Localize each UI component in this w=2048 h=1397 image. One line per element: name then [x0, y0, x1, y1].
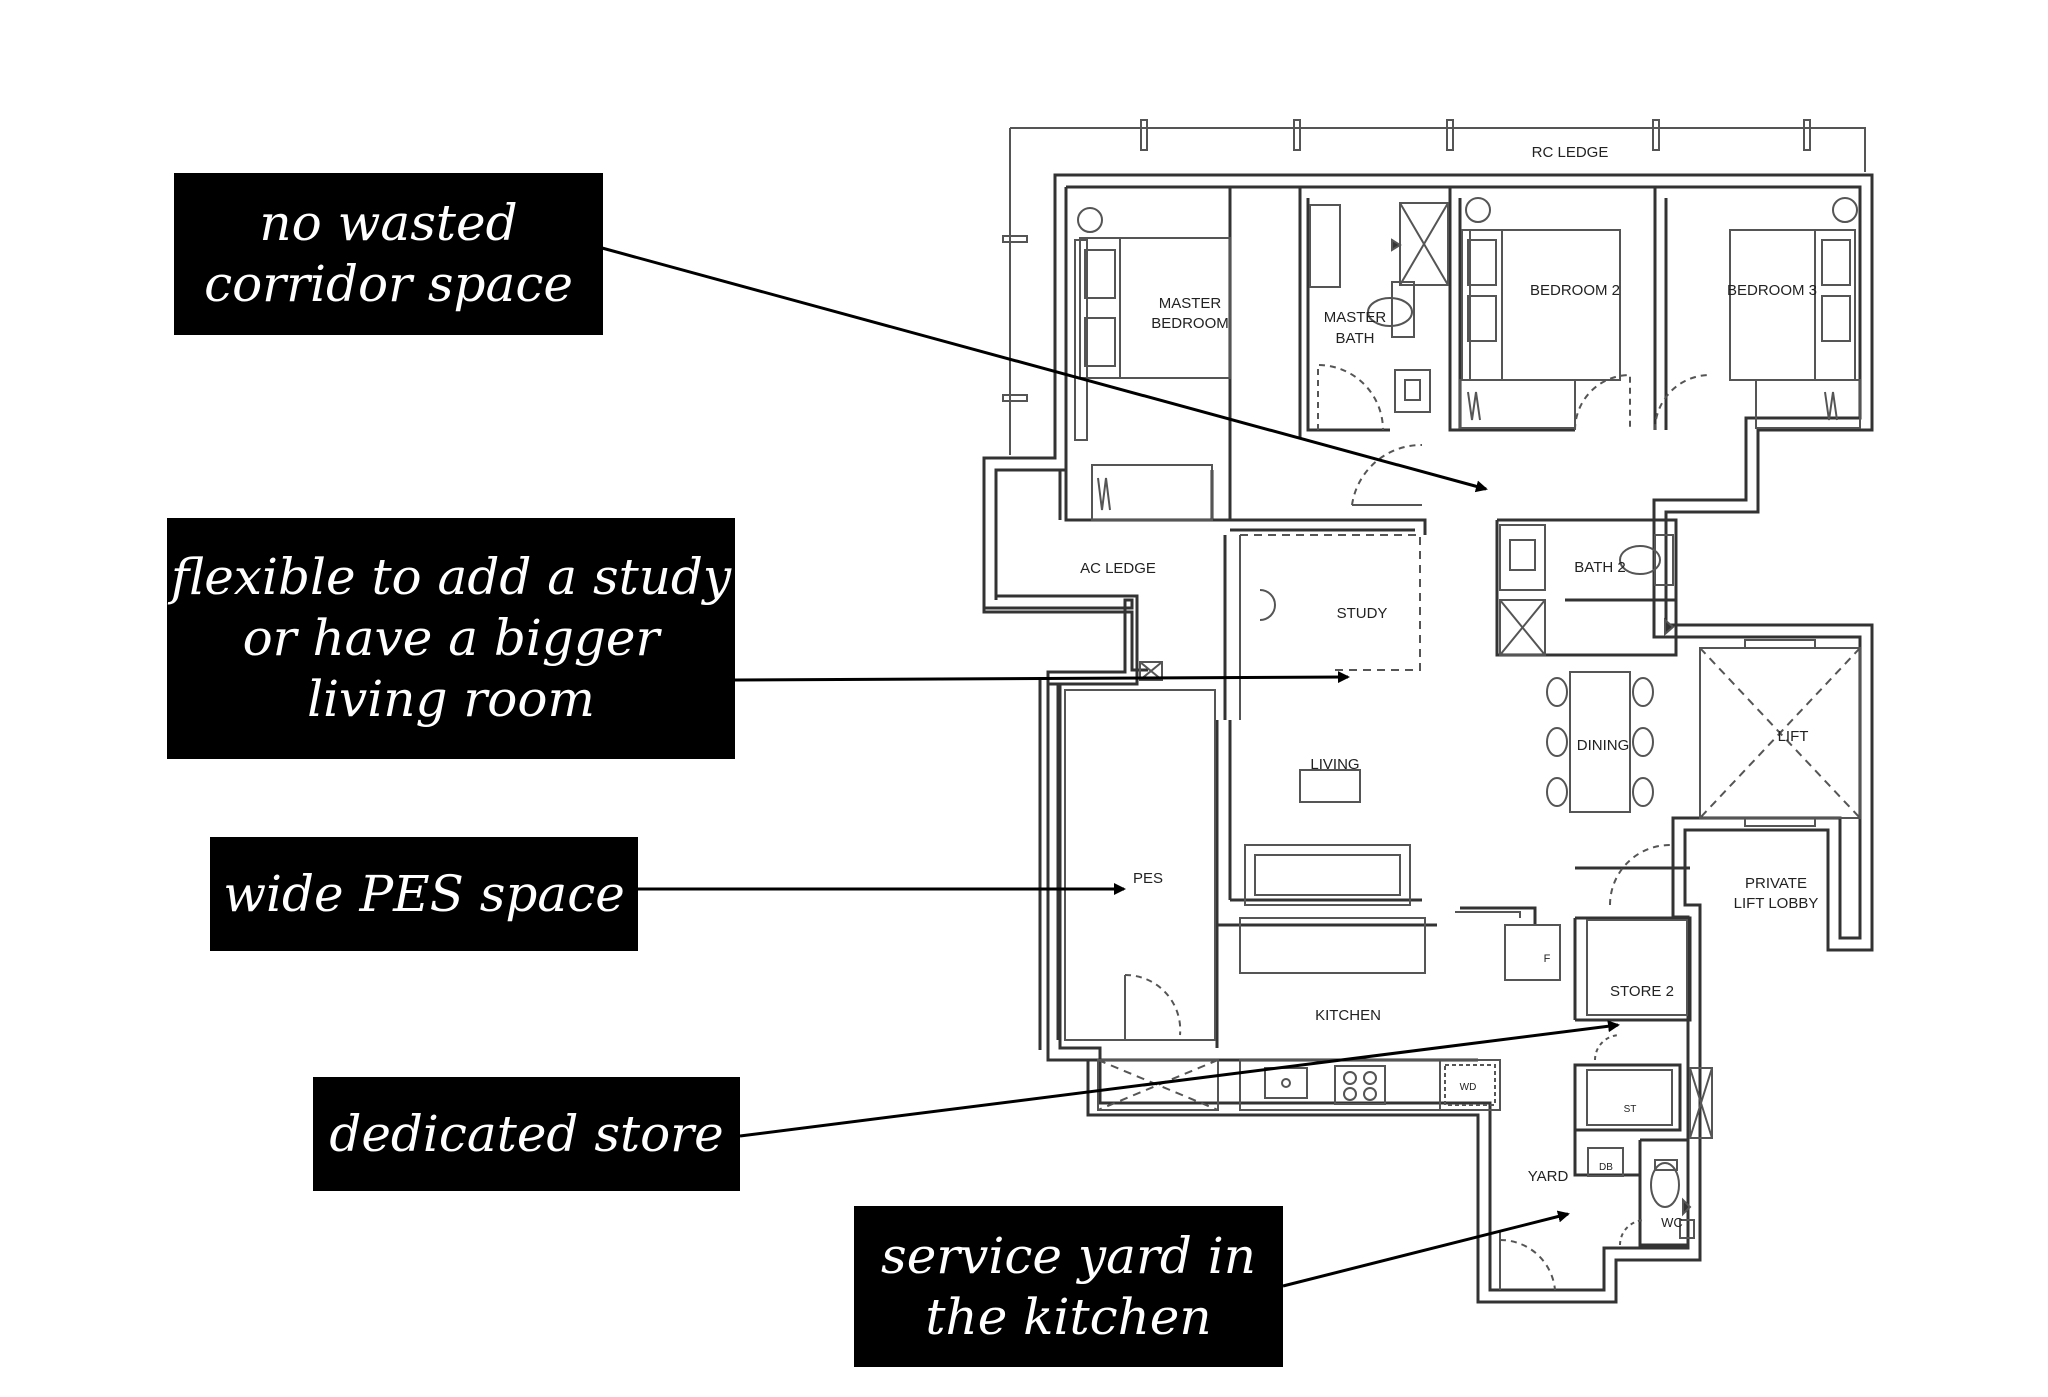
arrow-corridor — [601, 246, 1488, 493]
room-label-fridge: F — [1544, 953, 1551, 965]
callout-corridor-line1: no wasted — [259, 194, 518, 252]
room-label-wd: WD — [1460, 1082, 1477, 1093]
room-label-st: ST — [1624, 1104, 1637, 1115]
arrow-yard — [1282, 1210, 1570, 1288]
room-label-living: LIVING — [1310, 756, 1359, 773]
callout-arrows — [601, 246, 1620, 1288]
study-partition — [1139, 534, 1421, 720]
callout-store: dedicated store — [313, 1077, 740, 1191]
room-label-rc-ledge: RC LEDGE — [1532, 144, 1609, 161]
room-label-master-bedroom-2: BEDROOM — [1151, 315, 1229, 332]
room-label-master-bath-2: BATH — [1336, 330, 1375, 347]
callout-corridor-line2: corridor space — [204, 255, 573, 313]
room-label-pes: PES — [1133, 870, 1163, 887]
room-label-kitchen: KITCHEN — [1315, 1007, 1381, 1024]
master-bath-fixtures — [1309, 202, 1449, 413]
bath2-fixtures — [1499, 524, 1675, 656]
bedroom2-furniture — [1459, 197, 1621, 429]
room-label-private-lift-lobby: PRIVATE — [1745, 875, 1807, 892]
room-labels: RC LEDGE MASTER BEDROOM MASTER BATH BEDR… — [1080, 144, 1818, 1230]
arrow-store — [739, 1020, 1620, 1138]
doors — [1124, 363, 1711, 1291]
bedroom3-furniture — [1729, 197, 1861, 429]
pes-area — [1064, 689, 1216, 1041]
room-label-dining: DINING — [1577, 737, 1630, 754]
callout-study-line1: flexible to add a study — [170, 548, 732, 606]
outer-walls — [982, 173, 1874, 1304]
room-label-bath2: BATH 2 — [1574, 559, 1625, 576]
room-label-master-bath: MASTER — [1324, 309, 1387, 326]
callout-corridor: no wasted corridor space — [174, 173, 603, 335]
service-rooms — [1586, 919, 1713, 1239]
room-label-db: DB — [1599, 1162, 1613, 1173]
callout-yard-line2: the kitchen — [925, 1287, 1212, 1346]
room-label-study: STUDY — [1337, 605, 1388, 622]
room-label-ac-ledge: AC LEDGE — [1080, 560, 1156, 577]
room-label-store2: STORE 2 — [1610, 983, 1674, 1000]
room-label-wc: WC — [1661, 1215, 1683, 1230]
living-furniture — [1239, 769, 1561, 981]
callout-yard-line1: service yard in — [881, 1226, 1256, 1285]
room-label-bedroom2: BEDROOM 2 — [1530, 282, 1620, 299]
rc-ledge — [1002, 119, 1866, 455]
room-label-private-lift-lobby-2: LIFT LOBBY — [1734, 895, 1819, 912]
room-label-lift: LIFT — [1778, 728, 1809, 745]
kitchen-counters — [1097, 1059, 1501, 1111]
callout-study: flexible to add a study or have a bigger… — [167, 518, 735, 759]
lift — [1699, 639, 1861, 827]
callout-study-line2: or have a bigger — [242, 609, 660, 667]
arrow-study — [734, 671, 1350, 684]
room-label-master-bedroom: MASTER — [1159, 295, 1222, 312]
master-bedroom-furniture — [1074, 207, 1231, 521]
callout-pes: wide PES space — [210, 837, 638, 951]
callout-pes-line1: wide PES space — [223, 864, 625, 923]
dining-furniture — [1546, 671, 1654, 813]
callout-study-line3: living room — [307, 670, 595, 728]
callout-store-line1: dedicated store — [329, 1104, 724, 1163]
room-label-bedroom3: BEDROOM 3 — [1727, 282, 1817, 299]
room-label-yard: YARD — [1528, 1168, 1569, 1185]
ac-ledge — [982, 458, 1148, 672]
callout-yard: service yard in the kitchen — [854, 1206, 1283, 1367]
